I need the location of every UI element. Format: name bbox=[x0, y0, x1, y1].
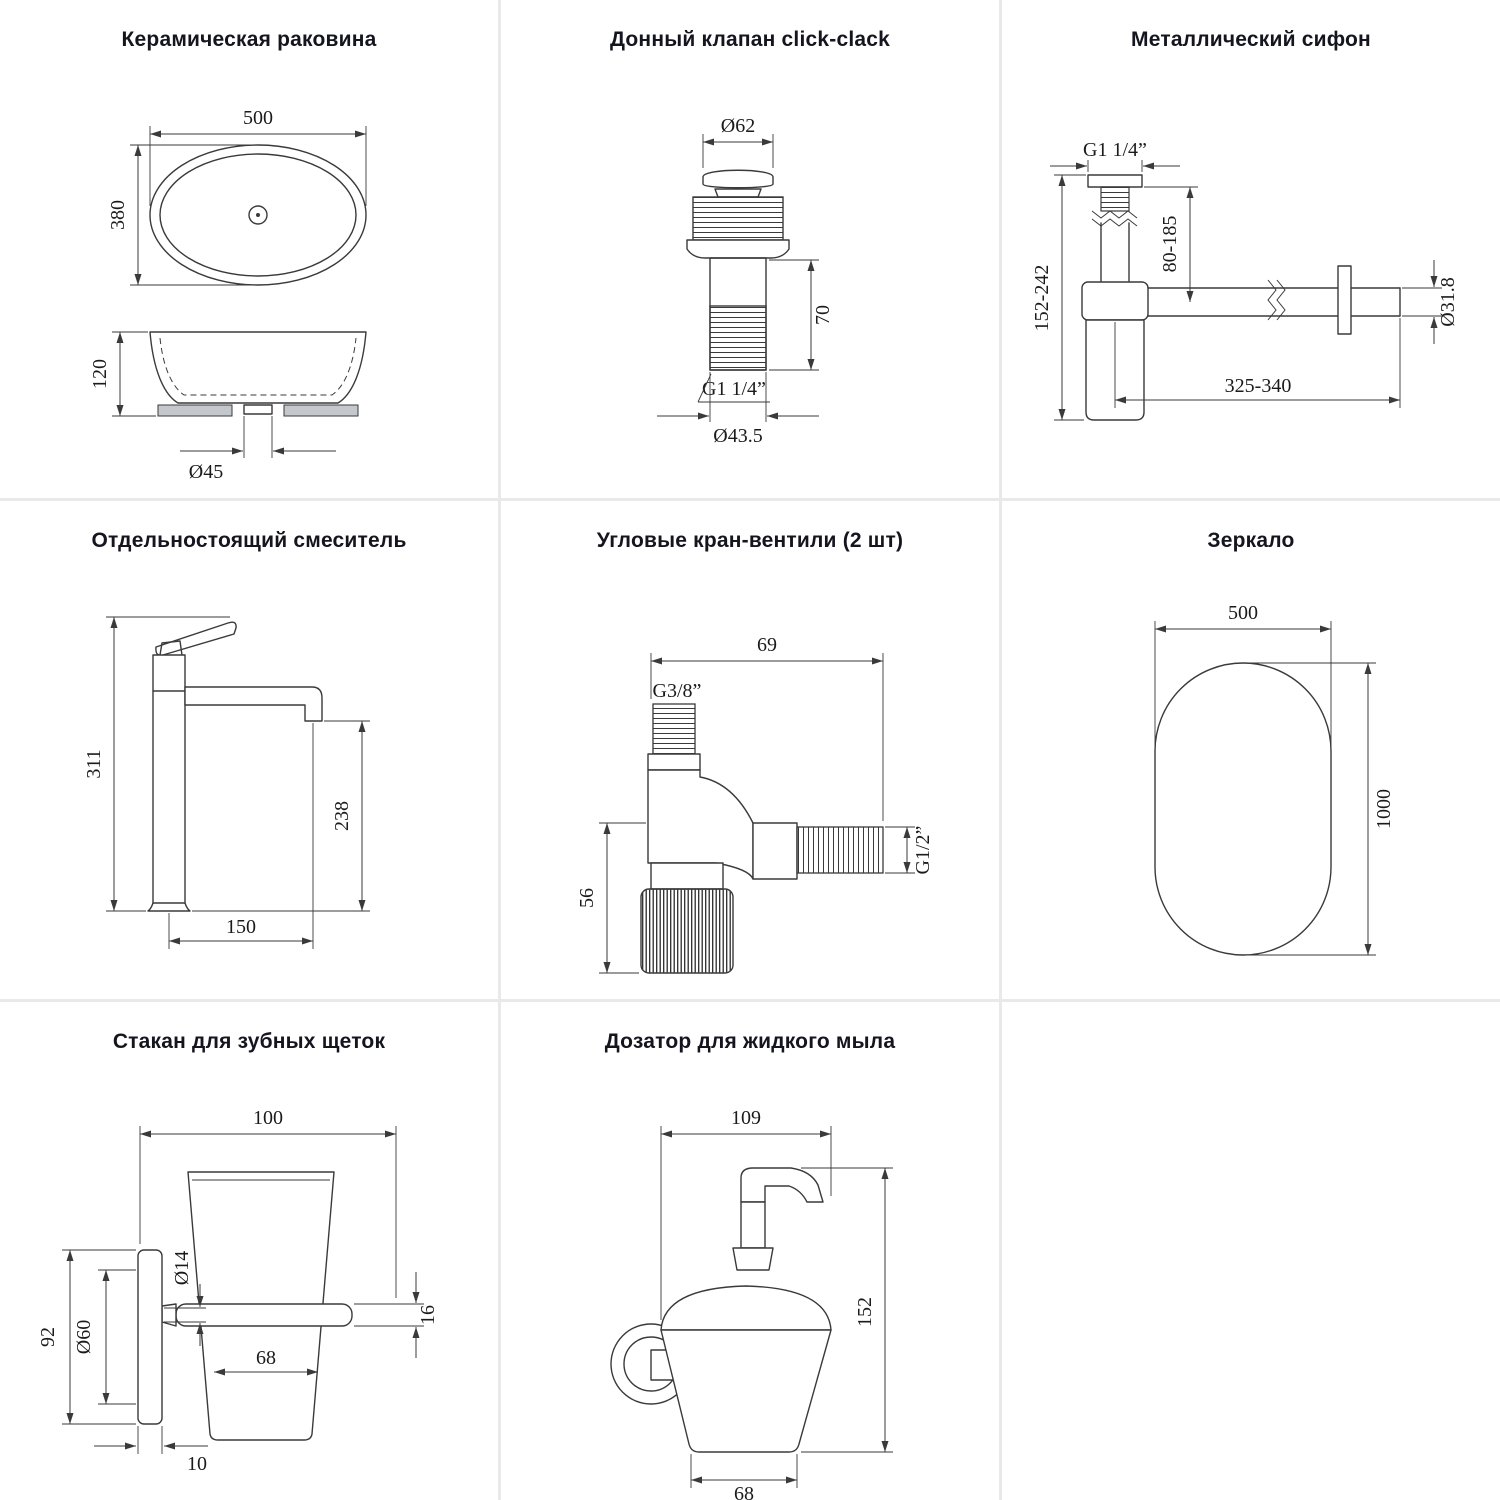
panel-tumbler-title: Стакан для зубных щеток bbox=[112, 1030, 386, 1053]
sink-dim-height-label: 120 bbox=[89, 359, 111, 389]
angle-valve-dim-height-label: 56 bbox=[576, 888, 598, 908]
siphon-dim-pipe: Ø31.8 bbox=[1402, 260, 1459, 344]
dispenser-dim-width-label: 109 bbox=[731, 1107, 761, 1129]
dispenser-drawing: 109 152 68 bbox=[610, 1107, 893, 1500]
drain-valve-drawing: Ø62 70 G1 1/4” Ø43.5 bbox=[657, 115, 834, 447]
sink-drawing: 500 380 120 bbox=[89, 107, 367, 483]
angle-valve-dim-outlet-thread: G1/2” bbox=[885, 826, 934, 875]
angle-valve-dim-inlet-thread-label: G3/8” bbox=[653, 680, 702, 702]
dispenser-dim-height: 152 bbox=[801, 1167, 893, 1453]
mixer-dim-total-height: 311 bbox=[83, 616, 230, 912]
drain-valve-dim-bottom-label: Ø43.5 bbox=[713, 425, 762, 447]
drain-valve-body bbox=[686, 169, 790, 371]
mixer-dim-reach: 150 bbox=[168, 723, 314, 949]
tumbler-body bbox=[137, 1171, 353, 1441]
angle-valve-dim-width-label: 69 bbox=[757, 634, 777, 656]
panel-mirror-title: Зеркало bbox=[1207, 529, 1295, 552]
panel-sink-title: Керамическая раковина bbox=[121, 28, 377, 51]
siphon-dim-thread-label: G1 1/4” bbox=[1083, 139, 1147, 161]
mixer-body bbox=[147, 621, 323, 912]
drain-valve-dim-cap-label: Ø62 bbox=[721, 115, 755, 137]
mixer-dim-spout-height: 238 bbox=[192, 720, 370, 912]
tumbler-dim-arm: Ø14 bbox=[164, 1251, 206, 1346]
tumbler-dim-width: 100 bbox=[139, 1107, 397, 1298]
sink-dim-drain: Ø45 bbox=[180, 416, 336, 483]
mixer-dim-reach-label: 150 bbox=[226, 916, 256, 938]
dispenser-dim-height-label: 152 bbox=[854, 1297, 876, 1327]
panel-tumbler: Стакан для зубных щеток 100 92 bbox=[0, 1002, 498, 1500]
tumbler-dim-width-label: 100 bbox=[253, 1107, 283, 1129]
angle-valve-body bbox=[640, 703, 884, 974]
panel-dispenser: Дозатор для жидкого мыла 109 bbox=[501, 1002, 999, 1500]
panel-mixer-title: Отдельностоящий смеситель bbox=[91, 529, 407, 552]
tumbler-dim-ring-label: 16 bbox=[417, 1305, 439, 1325]
angle-valve-dim-width: 69 bbox=[650, 634, 884, 821]
drain-valve-dim-height-label: 70 bbox=[812, 305, 834, 325]
dispenser-body bbox=[660, 1167, 832, 1453]
dispenser-dim-width: 109 bbox=[660, 1107, 832, 1320]
mirror-dim-height: 1000 bbox=[1248, 662, 1395, 956]
drain-valve-dim-height: 70 bbox=[769, 259, 834, 371]
drain-valve-dim-thread: G1 1/4” bbox=[697, 373, 770, 403]
mirror-dim-width-label: 500 bbox=[1228, 602, 1258, 624]
drain-valve-dim-thread-label: G1 1/4” bbox=[702, 378, 766, 400]
drain-valve-dim-cap: Ø62 bbox=[702, 115, 774, 168]
dispenser-dim-body: 68 bbox=[690, 1454, 798, 1500]
panel-angle-valves-title: Угловые кран-вентили (2 шт) bbox=[596, 529, 904, 552]
tumbler-dim-arm-label: Ø14 bbox=[171, 1251, 193, 1285]
tumbler-dim-cup-label: 68 bbox=[256, 1347, 276, 1369]
dispenser-dim-body-label: 68 bbox=[734, 1483, 754, 1500]
sink-dim-depth: 380 bbox=[107, 144, 252, 286]
tumbler-dim-height-label: 92 bbox=[37, 1327, 59, 1347]
siphon-dim-inlet-range: 80-185 bbox=[1144, 186, 1198, 302]
tumbler-dim-plate: Ø60 bbox=[73, 1269, 136, 1405]
panel-empty bbox=[1002, 1002, 1500, 1500]
mirror-dim-height-label: 1000 bbox=[1373, 789, 1395, 829]
tumbler-dim-height: 92 bbox=[37, 1249, 136, 1425]
siphon-dim-length-label: 325-340 bbox=[1225, 375, 1292, 397]
sink-side-view bbox=[149, 331, 367, 417]
siphon-dim-thread: G1 1/4” bbox=[1050, 139, 1180, 172]
panel-drain-valve: Донный клапан click-clack Ø62 70 bbox=[501, 0, 999, 498]
panel-siphon: Металлический сифон G1 1/4” bbox=[1002, 0, 1500, 498]
mirror-body bbox=[1154, 662, 1332, 956]
panel-angle-valves: Угловые кран-вентили (2 шт) 69 G3/8” bbox=[501, 501, 999, 999]
angle-valves-drawing: 69 G3/8” G1/2” 56 bbox=[576, 634, 934, 974]
sink-top-view bbox=[149, 144, 367, 286]
panel-sink: Керамическая раковина 500 380 bbox=[0, 0, 498, 498]
sink-dim-height: 120 bbox=[89, 331, 156, 417]
drain-valve-dim-bottom: Ø43.5 bbox=[657, 372, 819, 447]
panel-mixer: Отдельностоящий смеситель 311 238 bbox=[0, 501, 498, 999]
panel-drain-valve-title: Донный клапан click-clack bbox=[609, 28, 890, 51]
mixer-dim-total-height-label: 311 bbox=[83, 749, 105, 778]
siphon-dim-total-range-label: 152-242 bbox=[1031, 265, 1053, 332]
tumbler-dim-plate-thickness-label: 10 bbox=[187, 1453, 207, 1475]
siphon-drawing: G1 1/4” 80-185 152-242 bbox=[1031, 139, 1459, 421]
tumbler-dim-plate-label: Ø60 bbox=[73, 1320, 95, 1354]
panel-siphon-title: Металлический сифон bbox=[1131, 28, 1371, 51]
sink-dim-width-label: 500 bbox=[243, 107, 273, 129]
sink-dim-drain-label: Ø45 bbox=[189, 461, 223, 483]
panel-mirror: Зеркало 500 1000 bbox=[1002, 501, 1500, 999]
siphon-dim-length: 325-340 bbox=[1114, 318, 1401, 408]
mirror-dim-width: 500 bbox=[1154, 602, 1332, 747]
mixer-drawing: 311 238 150 bbox=[83, 616, 370, 949]
siphon-dim-inlet-range-label: 80-185 bbox=[1159, 216, 1181, 273]
angle-valve-dim-height: 56 bbox=[576, 822, 646, 974]
mirror-drawing: 500 1000 bbox=[1154, 602, 1395, 956]
tumbler-dim-ring: 16 bbox=[354, 1272, 439, 1358]
siphon-dim-pipe-label: Ø31.8 bbox=[1437, 277, 1459, 326]
panel-dispenser-title: Дозатор для жидкого мыла bbox=[604, 1030, 896, 1053]
siphon-dim-total-range: 152-242 bbox=[1031, 174, 1086, 421]
mixer-dim-spout-height-label: 238 bbox=[331, 801, 353, 831]
sink-dim-depth-label: 380 bbox=[107, 200, 129, 230]
tumbler-drawing: 100 92 Ø60 Ø14 bbox=[37, 1107, 439, 1475]
angle-valve-dim-inlet-thread: G3/8” bbox=[653, 680, 702, 702]
tumbler-dim-cup: 68 bbox=[214, 1347, 318, 1376]
sink-dim-width: 500 bbox=[149, 107, 367, 206]
tumbler-dim-plate-thickness: 10 bbox=[94, 1426, 208, 1475]
angle-valve-dim-outlet-thread-label: G1/2” bbox=[912, 826, 934, 875]
